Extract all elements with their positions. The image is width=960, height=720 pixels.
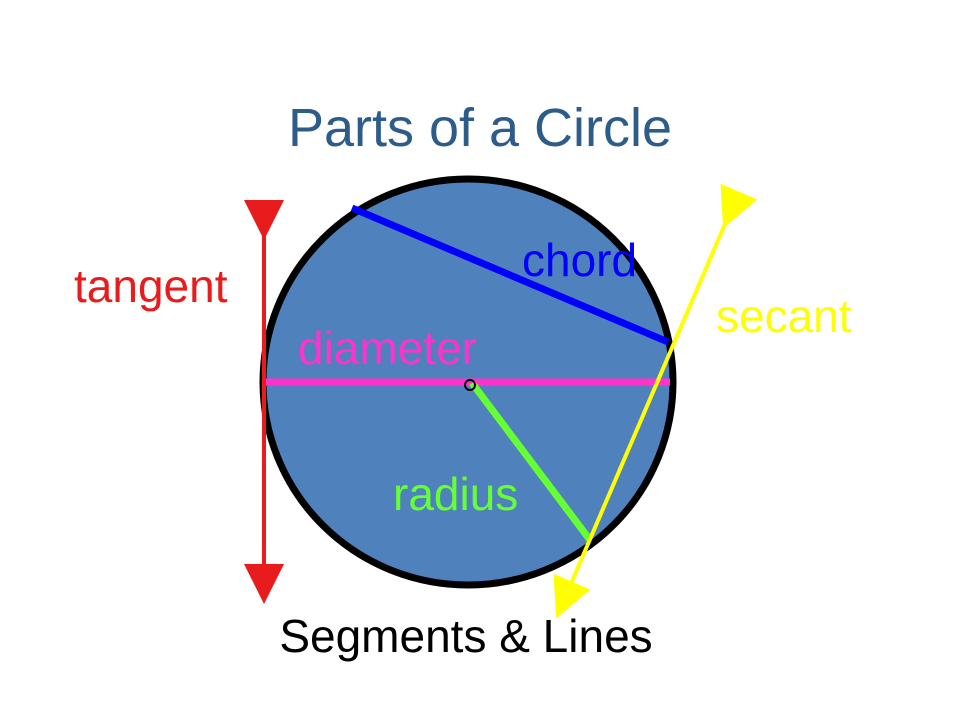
diameter-label: diameter [298, 322, 477, 374]
secant-label: secant [716, 290, 852, 342]
secant-line [553, 183, 758, 619]
page-title: Parts of a Circle [288, 98, 672, 158]
radius-label: radius [393, 468, 518, 520]
center-point [464, 379, 476, 391]
subtitle: Segments & Lines [279, 610, 652, 662]
tangent-label: tangent [74, 260, 228, 312]
chord-label: chord [522, 234, 637, 286]
